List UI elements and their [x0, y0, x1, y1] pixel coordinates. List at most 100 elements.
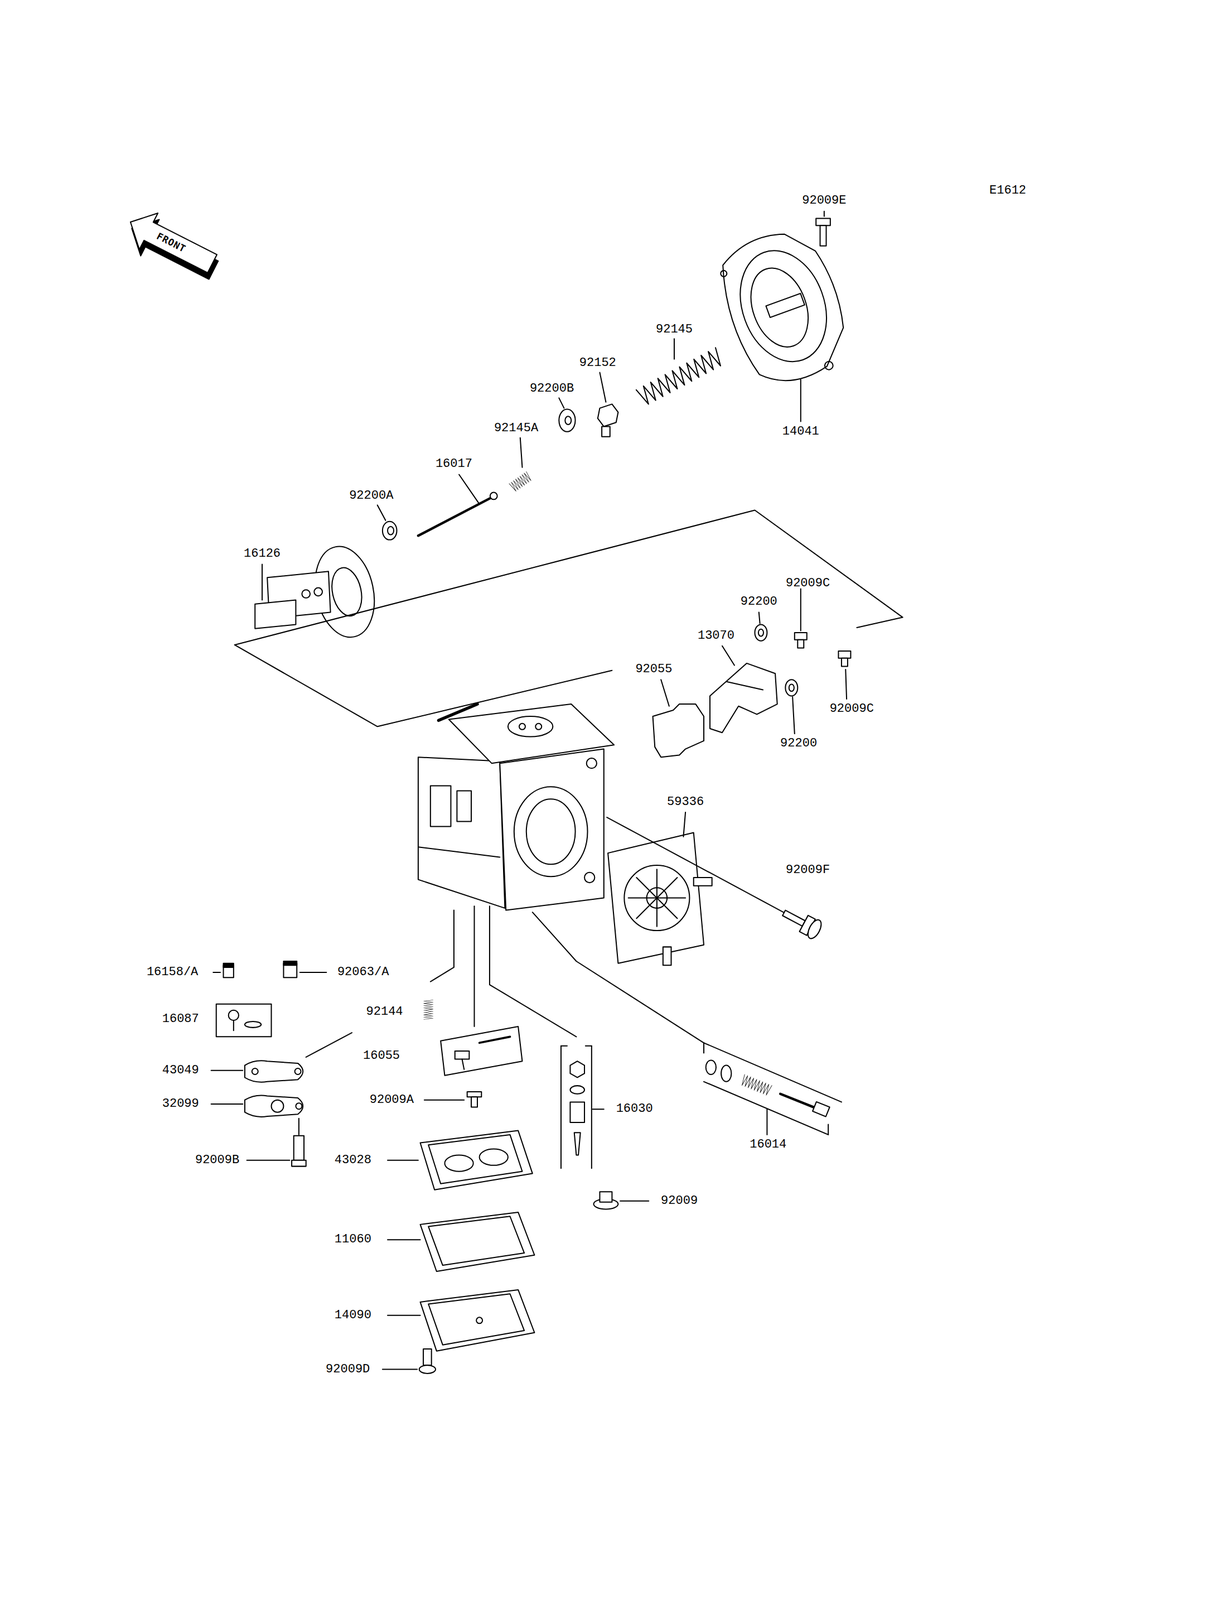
callout-number: 16055 [363, 1049, 400, 1062]
front-arrow [118, 203, 226, 288]
callout-number: 16158/A [146, 965, 198, 979]
leader-line [792, 696, 795, 734]
front-arrow [121, 203, 222, 282]
screw-assembly [740, 1074, 772, 1096]
leader-line [592, 1108, 604, 1110]
carburetor-body [418, 703, 615, 910]
callout-number: 92009 [660, 1194, 698, 1207]
screw-assembly [827, 1124, 829, 1135]
leader-line [683, 811, 686, 837]
washer-part [789, 683, 795, 691]
gasket-part [295, 1102, 302, 1109]
callout-number: 92200A [349, 489, 394, 502]
needle-valve-part [455, 1050, 470, 1060]
callout-number: 32099 [162, 1097, 200, 1110]
leader-line [722, 645, 735, 666]
leader-line [387, 1159, 419, 1161]
callout-number: 92009E [801, 194, 847, 207]
washer-part [558, 408, 575, 432]
leader-line [430, 910, 454, 982]
leader-line [247, 1159, 290, 1161]
needle-part [418, 492, 498, 536]
cover-plate [476, 1316, 483, 1323]
callout-number: 92063/A [337, 965, 389, 979]
callout-number: 13070 [697, 629, 735, 642]
washer-part [785, 679, 798, 696]
carburetor-body [438, 703, 478, 720]
washer-part [558, 408, 575, 432]
bolt-part [599, 1191, 612, 1202]
pump-part [607, 832, 713, 966]
bolt-part [779, 903, 824, 941]
leader-line [387, 1314, 421, 1316]
washer-part [382, 521, 398, 540]
jet-part [283, 960, 297, 965]
callout-number: 59336 [666, 795, 704, 809]
leader-line [660, 679, 670, 707]
leader-line [298, 1118, 300, 1135]
callout-number: 16087 [162, 1012, 200, 1026]
callout-number: 92144 [366, 1005, 404, 1018]
gasket-part [653, 703, 704, 757]
leader-line [599, 372, 606, 403]
screw-part [841, 658, 848, 667]
cover-part [740, 259, 819, 355]
spring-part [509, 471, 533, 492]
gasket-part [420, 1211, 535, 1271]
needle-valve-part [440, 1026, 522, 1076]
fitting-part [597, 403, 619, 437]
cover-part [823, 360, 835, 371]
carburetor-body [519, 723, 526, 730]
leader-line [823, 211, 825, 217]
carburetor-body [418, 756, 505, 908]
cover-plate [428, 1293, 525, 1345]
valve-part [228, 1009, 239, 1021]
callout-number: 92009B [195, 1153, 240, 1167]
screw-part [423, 1348, 432, 1365]
washer-part [564, 416, 572, 425]
jet-assembly [574, 1132, 581, 1155]
piston-part [254, 600, 296, 629]
gasket-part [244, 1060, 303, 1117]
spring-part [636, 347, 725, 406]
leader-line [458, 474, 480, 505]
callout-number: 92009F [785, 863, 830, 877]
pump-part [636, 877, 678, 918]
jet-assembly [561, 1045, 592, 1168]
piston-part [327, 564, 366, 620]
carburetor-body [586, 757, 597, 768]
screw-assembly [703, 1042, 842, 1102]
figure-code: E1612 [989, 184, 1027, 197]
washer-part [754, 624, 767, 641]
spring-part [636, 347, 725, 406]
bolt-part [782, 910, 806, 927]
washer-part [382, 521, 398, 540]
jet-assembly [585, 1045, 592, 1047]
valve-part [244, 1021, 261, 1028]
screw-assembly [703, 1081, 829, 1135]
screw-part [467, 1091, 482, 1107]
leader-line [300, 971, 327, 973]
gasket-part [420, 1211, 535, 1271]
callout-number: 14090 [334, 1308, 372, 1322]
callout-number: 14041 [782, 425, 820, 438]
callout-number: 16126 [243, 547, 281, 560]
screw-part [471, 1096, 478, 1107]
screw-part [291, 1159, 307, 1167]
leader-line [520, 437, 523, 468]
needle-part [490, 492, 498, 500]
spring-part [423, 999, 433, 1019]
leader-line [800, 588, 802, 631]
screw-assembly [740, 1074, 772, 1096]
cover-part [709, 219, 861, 395]
callout-number: 92009C [785, 577, 830, 590]
leader-line [558, 397, 564, 408]
leader-line [489, 905, 577, 1037]
callout-number: 92009A [369, 1093, 414, 1106]
washer-part [758, 629, 764, 637]
callout-number: 92009C [829, 702, 874, 715]
screw-part [794, 632, 807, 640]
bracket-part [726, 681, 763, 690]
fitting-part [597, 403, 619, 427]
valve-part [233, 1020, 235, 1031]
